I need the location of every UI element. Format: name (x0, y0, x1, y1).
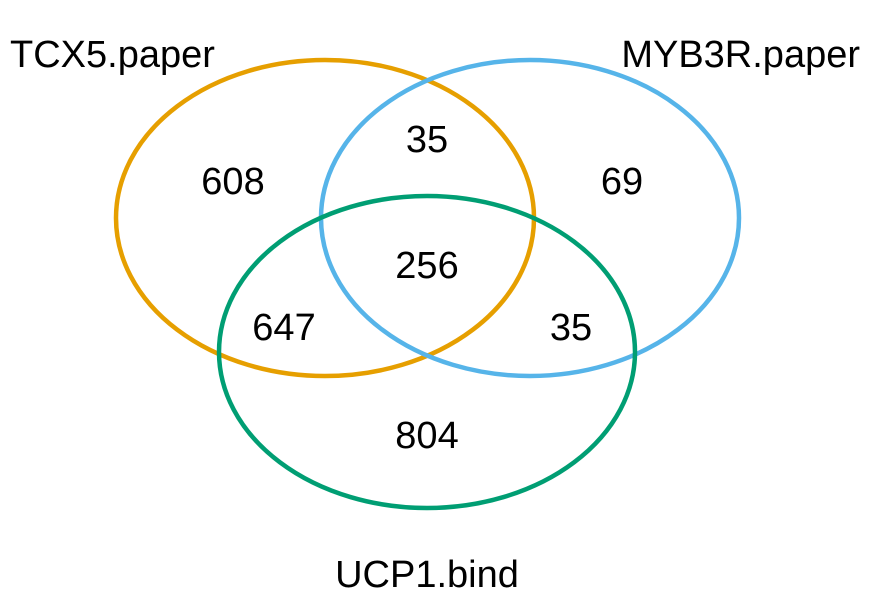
count-myb3r-only: 69 (601, 161, 643, 203)
count-all-three: 256 (395, 245, 458, 287)
count-myb3r-ucp1: 35 (550, 307, 592, 349)
count-ucp1-only: 804 (395, 415, 458, 457)
set-label-myb3r-paper: MYB3R.paper (621, 34, 860, 76)
set-circle-ucp1-bind (216, 193, 638, 511)
count-tcx5-ucp1: 647 (252, 307, 315, 349)
count-tcx5-myb3r: 35 (406, 119, 448, 161)
count-tcx5-only: 608 (201, 161, 264, 203)
set-label-ucp1-bind: UCP1.bind (335, 554, 519, 596)
set-label-tcx5-paper: TCX5.paper (10, 34, 215, 76)
